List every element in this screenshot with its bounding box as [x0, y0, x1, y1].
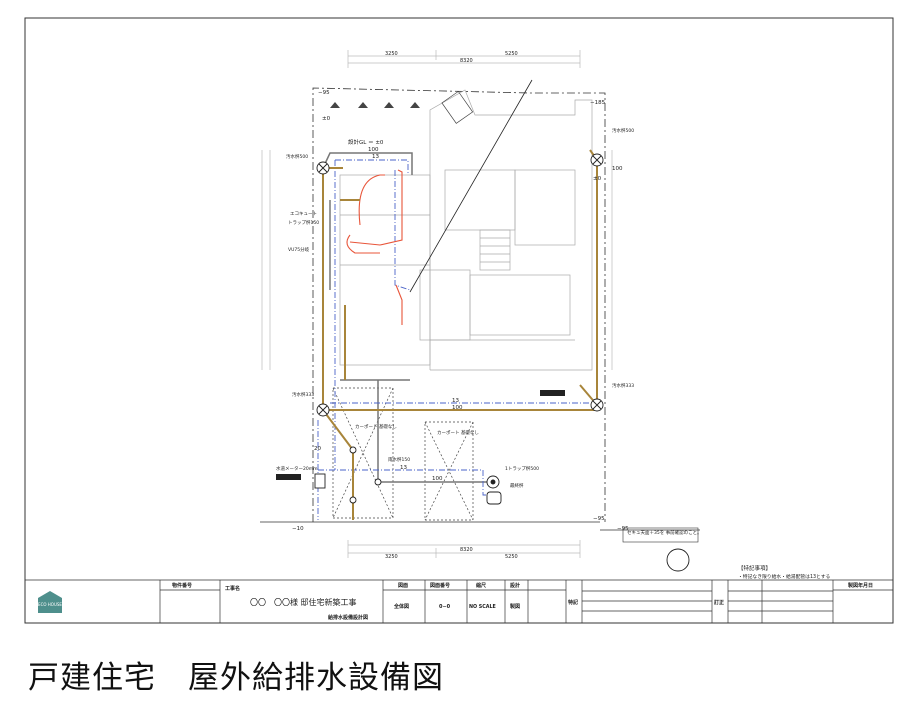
annotation-vu: VU75分岐 [288, 246, 310, 253]
dim-top-total: 8320 [460, 58, 473, 64]
dim-bottom-a: 3250 [385, 554, 398, 560]
logo: ECO HOUSE [38, 591, 62, 613]
revision-label: 訂正 [714, 599, 724, 606]
pipe-label-100c: 100 [432, 476, 443, 482]
north-leader-line [409, 79, 533, 293]
logo-text: ECO HOUSE [38, 602, 62, 607]
dim-top-b: 5250 [505, 51, 518, 57]
annotation-trapbox: 1トラップ桝500 [505, 465, 539, 472]
manhole-symbols [314, 153, 690, 572]
annotation-ebb1: 汚水桝500 [286, 153, 308, 160]
level-bottom-right: −95 [593, 516, 605, 522]
dim-top-a: 3250 [385, 51, 398, 57]
drawing-type: 給排水設備設計図 [328, 614, 368, 621]
pipe-label-20a: 20 [314, 446, 321, 452]
pipe-label-13c: 13 [400, 465, 407, 471]
inspection-tag [540, 390, 565, 396]
page-caption: 戸建住宅 屋外給排水設備図 [28, 660, 444, 696]
note-box-text: セキュ天面＋35を 事前確認のこと。 [627, 529, 702, 536]
pipe-label-100b: 100 [452, 405, 463, 411]
property-no-label: 物件番号 [172, 582, 192, 589]
dim-bottom-total: 8320 [460, 547, 473, 553]
level-top-right: −185 [590, 100, 606, 106]
note-box [622, 527, 699, 543]
scale-label: 縮尺 [476, 582, 486, 589]
annotation-carport2: カーポート 基礎なし [437, 429, 479, 436]
special-label: 特記 [568, 599, 578, 606]
hot-water-pipes [346, 169, 403, 325]
pipe-label-100d: 100 [612, 166, 623, 172]
level-pm0-a: ±0 [322, 116, 331, 122]
design-label: 設計 [510, 582, 520, 589]
tree-symbols [330, 102, 420, 108]
dim-bottom-b: 5250 [505, 554, 518, 560]
notes-title: 【特記事項】 [738, 564, 771, 572]
draft-label: 製図 [509, 603, 520, 610]
carport-areas [332, 387, 474, 521]
drawing-no-value: 0−0 [439, 604, 451, 610]
top-dimensions [261, 50, 613, 558]
annotation-ebb4: 汚水桝333 [612, 382, 634, 389]
drawing-no-label: 図面番号 [430, 582, 450, 589]
scale-value: NO SCALE [469, 604, 496, 610]
pipe-label-13a: 13 [372, 154, 379, 160]
project-name: 〇〇 〇〇様 邸住宅新築工事 [250, 597, 357, 607]
date-label: 製図年月日 [847, 582, 873, 589]
meter-tag [276, 474, 301, 480]
drawing-label: 図面 [398, 582, 408, 589]
level-top-left: −95 [318, 90, 330, 96]
project-label: 工事名 [225, 585, 240, 592]
annotation-ebb2: 汚水桝500 [612, 127, 634, 134]
house-plan [339, 89, 593, 371]
drawing-value: 全体図 [393, 603, 409, 610]
level-pm0-b: ±0 [593, 176, 602, 182]
annotation-ecocute: エコキュート [290, 211, 317, 217]
pipe-label-100a: 100 [368, 147, 379, 153]
annotation-final: 最終桝 [510, 482, 524, 489]
site-boundary [260, 87, 700, 531]
annotation-carport1: カーポート 基礎なし [355, 423, 397, 430]
level-bottom-left: −10 [292, 526, 304, 532]
annotation-ebb3: 汚水桝333 [292, 391, 314, 398]
annotation-trap: トラップ桝150 [288, 219, 319, 226]
pipe-label-13b: 13 [452, 398, 459, 404]
sheet-frame [24, 17, 894, 624]
annotation-meter: 水道メーター20mm [276, 465, 318, 472]
design-gl: 設計GL ＝ ±0 [348, 138, 384, 146]
notes-line1: ・特記なき限り給水・給湯配管は13とする [738, 573, 831, 580]
title-block [25, 579, 893, 623]
annotation-rain: 雨水桝150 [388, 456, 410, 463]
